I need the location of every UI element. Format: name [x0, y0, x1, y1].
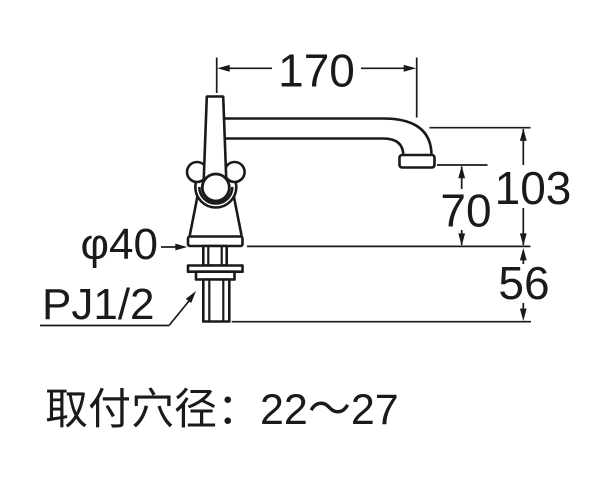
dim-70-arrow-down: [458, 233, 466, 246]
dimension-spout-tip-height: 70: [437, 164, 492, 246]
lever-handle: [202, 95, 228, 188]
dim-56-arrow-down: [519, 308, 527, 321]
faucet-drawing: [185, 95, 436, 323]
dim-103-arrow-up: [519, 128, 527, 141]
dimension-shank-length: 56: [498, 247, 550, 321]
base-flange: [186, 235, 244, 248]
dimension-spout-reach: 170: [215, 45, 418, 118]
valve-housing-inner-arc: [198, 186, 234, 205]
label-body-diameter: φ40: [81, 220, 188, 269]
shank-neck: [202, 244, 229, 267]
faucet-spout: [218, 117, 433, 157]
label-thread-size: PJ1/2: [40, 280, 196, 329]
dim-56-value: 56: [498, 257, 549, 309]
pivot-pin: [200, 172, 231, 203]
dim-170-value: 170: [278, 45, 355, 97]
dim-103-value: 103: [495, 162, 572, 214]
spout-tip-aerator: [398, 153, 436, 169]
dim-70-value: 70: [440, 185, 491, 237]
pj12-arrow: [185, 291, 196, 303]
dim-70-arrow-up: [458, 165, 466, 179]
phi40-label: φ40: [81, 220, 158, 269]
phi40-arrow: [175, 243, 188, 251]
pj12-label: PJ1/2: [42, 280, 155, 329]
threaded-shank: [202, 278, 231, 323]
dim-170-arrow-right: [403, 64, 417, 72]
dimension-total-height: 103: [429, 126, 572, 246]
dim-56-arrow-up: [519, 247, 527, 261]
dim-103-arrow-down: [519, 233, 527, 246]
mounting-hole-note: 取付穴径：22〜27: [45, 386, 399, 434]
dim-170-arrow-left: [217, 64, 230, 72]
pj12-leader-line: [168, 300, 190, 327]
